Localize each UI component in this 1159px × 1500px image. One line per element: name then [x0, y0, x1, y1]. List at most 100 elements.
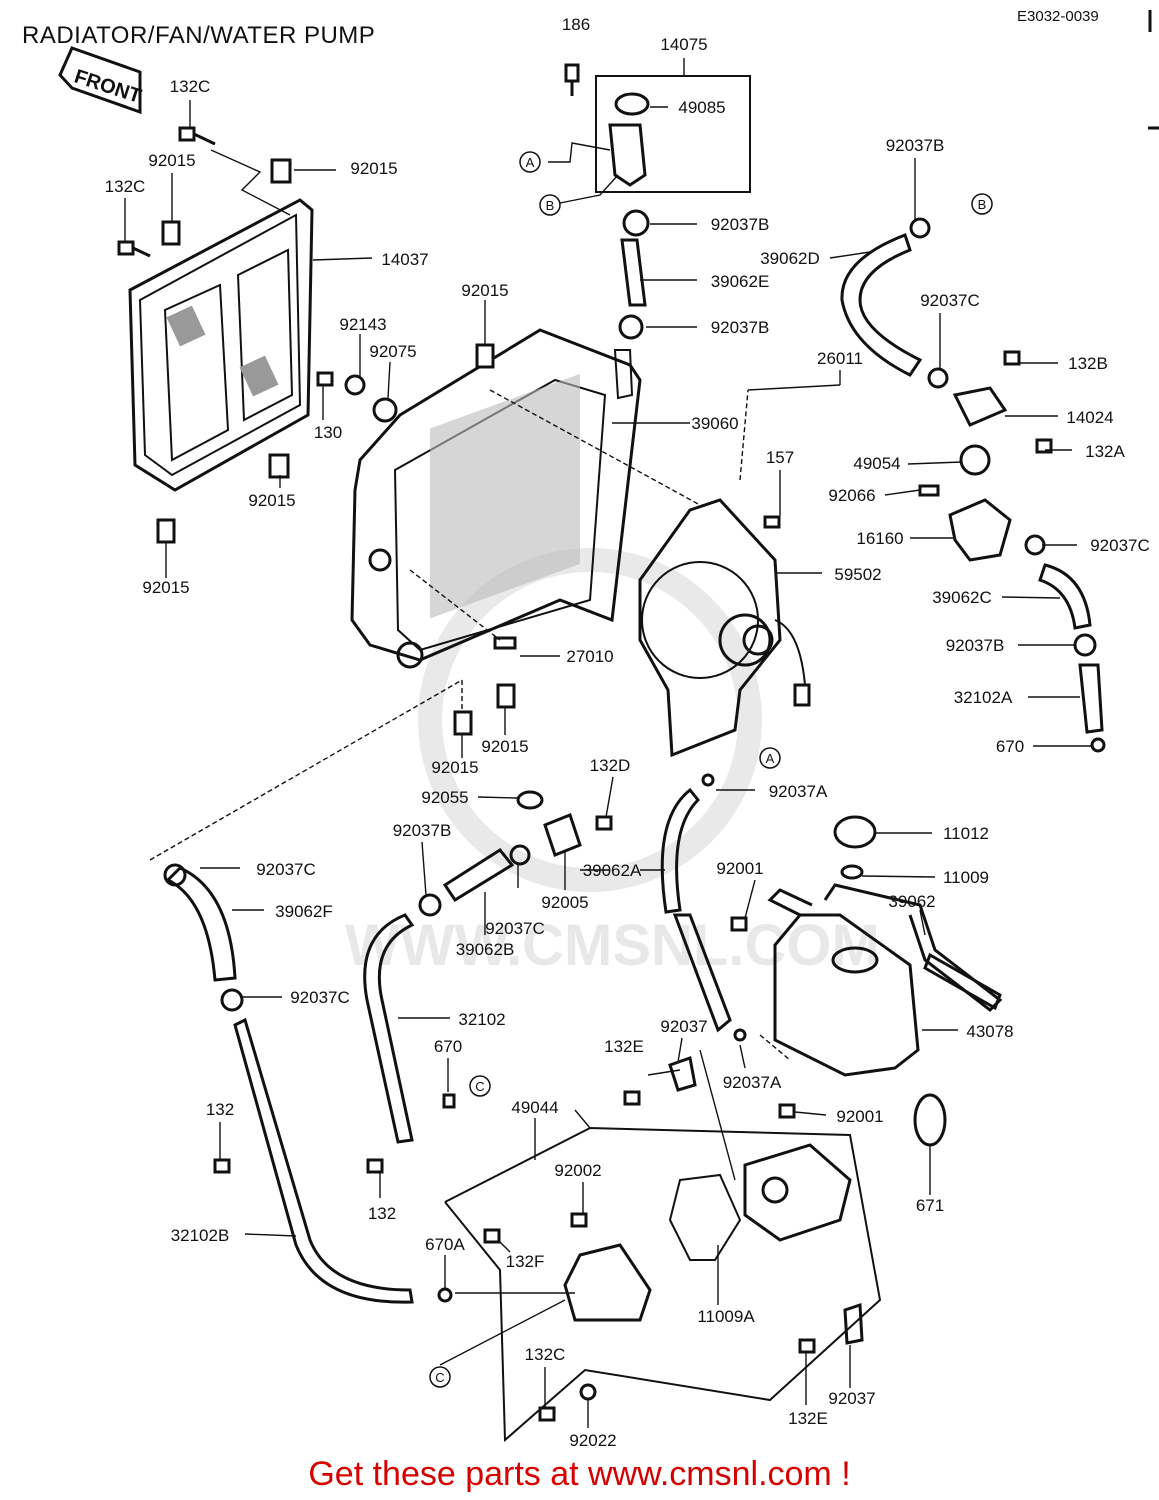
- part-label: 92015: [148, 151, 195, 170]
- part-label: 39062F: [275, 902, 333, 921]
- part-label: 132C: [170, 77, 211, 96]
- part-label: 92015: [461, 281, 508, 300]
- part-label: 92037B: [393, 821, 452, 840]
- callout-b-1-letter: B: [546, 198, 555, 213]
- part-label: 92037B: [886, 136, 945, 155]
- part-label: 132B: [1068, 354, 1108, 373]
- part-label: 92037C: [256, 860, 316, 879]
- part-label: 92001: [836, 1107, 883, 1126]
- bolts-clips: [117, 63, 1106, 1422]
- page-title: RADIATOR/FAN/WATER PUMP: [22, 22, 376, 49]
- part-label: 132D: [590, 756, 631, 775]
- hose-39062e: [620, 238, 647, 307]
- part-label: 132: [206, 1100, 234, 1119]
- callout-c-2: [429, 1366, 451, 1388]
- part-label: 92022: [569, 1431, 616, 1450]
- part-label: 92015: [248, 491, 295, 510]
- part-label: 39062C: [932, 588, 992, 607]
- part-label: 132C: [105, 177, 146, 196]
- part-label: 92037B: [711, 215, 770, 234]
- part-label: 92037C: [920, 291, 980, 310]
- callout-c-2-letter: C: [435, 1370, 444, 1385]
- leader-lines: [124, 58, 1093, 1428]
- part-label: 14024: [1066, 408, 1113, 427]
- cooling-fan: [638, 498, 811, 758]
- part-label: 92037B: [711, 318, 770, 337]
- hose-39062c: [1038, 563, 1092, 630]
- part-label: 132A: [1085, 442, 1125, 461]
- part-label: 26011: [817, 349, 863, 368]
- part-label: 132E: [604, 1037, 644, 1056]
- part-label: 39062D: [760, 249, 820, 268]
- part-label: 130: [314, 423, 342, 442]
- part-labels: 186 14075 49085 132C 92015 132C 92015 14…: [105, 15, 1150, 1450]
- part-label: 16160: [856, 529, 903, 548]
- hose-39062d: [840, 233, 923, 377]
- callout-b-2: [971, 193, 993, 215]
- part-label: 671: [916, 1196, 944, 1215]
- callout-c-1-letter: C: [475, 1079, 484, 1094]
- hoses: [165, 233, 1104, 1304]
- pipe-32102: [363, 913, 415, 1144]
- part-label: 670A: [425, 1235, 465, 1254]
- part-label: 92037: [828, 1389, 875, 1408]
- part-label: 132C: [525, 1345, 566, 1364]
- hose-39062a-lower: [672, 913, 732, 1033]
- thermostat-fittings: [163, 92, 1097, 1345]
- part-label: 92015: [350, 159, 397, 178]
- callout-a-2-letter: A: [766, 751, 775, 766]
- hose-39062f: [165, 866, 237, 982]
- part-label: 186: [562, 15, 590, 34]
- part-label: 43078: [966, 1022, 1013, 1041]
- part-label: 39062E: [711, 272, 770, 291]
- pipe-32102a: [1078, 663, 1104, 734]
- part-label: 92005: [541, 893, 588, 912]
- part-label: 92015: [431, 758, 478, 777]
- watermark: WWW.CMSNL.COM: [345, 548, 880, 978]
- part-label: 92002: [554, 1161, 601, 1180]
- callout-c-1: [469, 1075, 491, 1097]
- part-label: 39062: [888, 892, 935, 911]
- part-label: 92015: [481, 737, 528, 756]
- part-label: 92015: [142, 578, 189, 597]
- part-label: 39062B: [456, 940, 515, 959]
- radiator: [350, 328, 642, 669]
- part-label: 11009A: [697, 1307, 755, 1326]
- part-label: 39060: [691, 414, 738, 433]
- callout-a-1: [519, 151, 541, 173]
- callouts: [429, 151, 993, 1388]
- hose-39062: [923, 952, 1002, 1011]
- watermark-text: WWW.CMSNL.COM: [345, 913, 880, 978]
- radiator-cover: [128, 198, 314, 492]
- part-label: 11009: [943, 868, 989, 887]
- diagram-code: E3032-0039: [1017, 8, 1099, 25]
- part-label: 92055: [421, 788, 468, 807]
- part-label: 92037B: [946, 636, 1005, 655]
- part-label: 92037C: [290, 988, 350, 1007]
- callout-a-1-letter: A: [526, 155, 535, 170]
- part-label: 14075: [660, 35, 707, 54]
- part-label: 49044: [511, 1098, 558, 1117]
- part-label: 92037: [660, 1017, 707, 1036]
- part-label: 670: [996, 737, 1024, 756]
- part-label: 27010: [566, 647, 613, 666]
- part-label: 32102B: [171, 1226, 230, 1245]
- part-label: 132: [368, 1204, 396, 1223]
- front-arrow: FRONT: [58, 46, 144, 115]
- part-label: 32102: [458, 1010, 505, 1029]
- part-label: 49054: [853, 454, 900, 473]
- part-label: 92143: [339, 315, 386, 334]
- part-label: 92066: [828, 486, 875, 505]
- part-label: 92075: [369, 342, 416, 361]
- part-label: 32102A: [954, 688, 1013, 707]
- pipe-32102b: [233, 1017, 414, 1304]
- part-label: 49085: [678, 98, 725, 117]
- callout-letters: A B B A C C: [435, 155, 986, 1385]
- part-label: 39062A: [583, 861, 642, 880]
- part-label: 11012: [943, 824, 989, 843]
- part-label: 132E: [788, 1409, 828, 1428]
- callout-a-2: [759, 747, 781, 769]
- water-pump-group: [444, 1093, 947, 1443]
- part-label: 670: [434, 1037, 462, 1056]
